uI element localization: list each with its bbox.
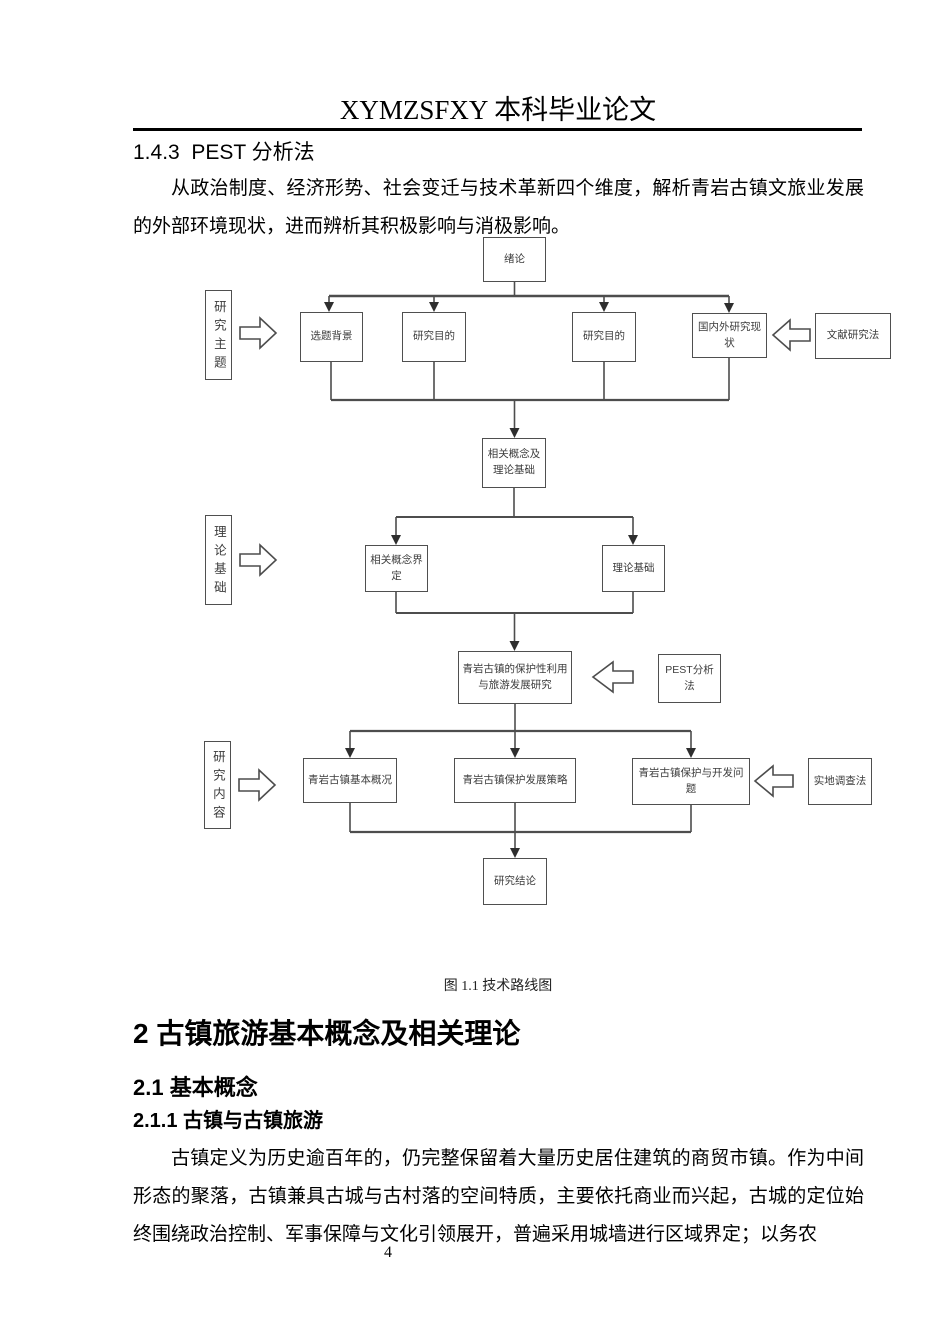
header-divider — [133, 128, 862, 131]
section211-heading: 2.1.1 古镇与古镇旅游 — [133, 1110, 324, 1132]
flow-label-research-content: 研究内容 — [204, 741, 231, 829]
flow-node-theory-basis: 理论基础 — [602, 545, 665, 592]
chapter2-paragraph: 古镇定义为历史逾百年的，仍完整保留着大量历史居住建筑的商贸市镇。作为中间形态的聚… — [133, 1148, 864, 1245]
flow-label-theory-basis: 理论基础 — [205, 515, 232, 605]
block-arrow-left-literature — [771, 318, 811, 352]
flow-node-purpose-1: 研究目的 — [402, 312, 466, 362]
flow-node-development-issues: 青岩古镇保护与开发问题 — [632, 758, 750, 805]
flow-node-pest-method: PEST分析法 — [658, 654, 721, 703]
flow-node-field-survey-method: 实地调查法 — [808, 758, 872, 805]
flow-node-concept-definition: 相关概念界定 — [365, 545, 428, 592]
flow-label-research-topic: 研究主题 — [205, 290, 232, 380]
block-arrow-left-pest — [591, 660, 634, 694]
flow-node-introduction: 绪论 — [483, 237, 546, 282]
block-arrow-right-theory — [239, 543, 278, 577]
figure-caption: 图 1.1 技术路线图 — [443, 979, 553, 994]
flow-node-background: 选题背景 — [300, 312, 363, 362]
flow-node-protection-strategy: 青岩古镇保护发展策略 — [454, 758, 576, 803]
flow-node-purpose-2: 研究目的 — [572, 312, 636, 362]
chapter2-heading: 2 古镇旅游基本概念及相关理论 — [133, 1018, 521, 1049]
flow-node-concepts-theory: 相关概念及理论基础 — [482, 438, 546, 488]
section-heading-143: 1.4.3 PEST 分析法 — [133, 141, 315, 164]
section21-heading: 2.1 基本概念 — [133, 1075, 258, 1100]
flow-node-conclusion: 研究结论 — [483, 858, 547, 905]
page-header-title: XYMZSFXY 本科毕业论文 — [339, 95, 657, 125]
block-arrow-left-survey — [753, 764, 794, 798]
flow-node-town-overview: 青岩古镇基本概况 — [303, 758, 397, 803]
block-arrow-right-content — [238, 768, 277, 802]
flow-node-domestic-research: 国内外研究现状 — [692, 313, 767, 358]
page-number: 4 — [384, 1244, 392, 1261]
flow-node-literature-method: 文献研究法 — [815, 313, 891, 359]
flow-node-core-research: 青岩古镇的保护性利用与旅游发展研究 — [458, 651, 572, 704]
pest-paragraph: 从政治制度、经济形势、社会变迁与技术革新四个维度，解析青岩古镇文旅业发展的外部环… — [133, 178, 864, 237]
block-arrow-right-topic — [239, 316, 278, 350]
